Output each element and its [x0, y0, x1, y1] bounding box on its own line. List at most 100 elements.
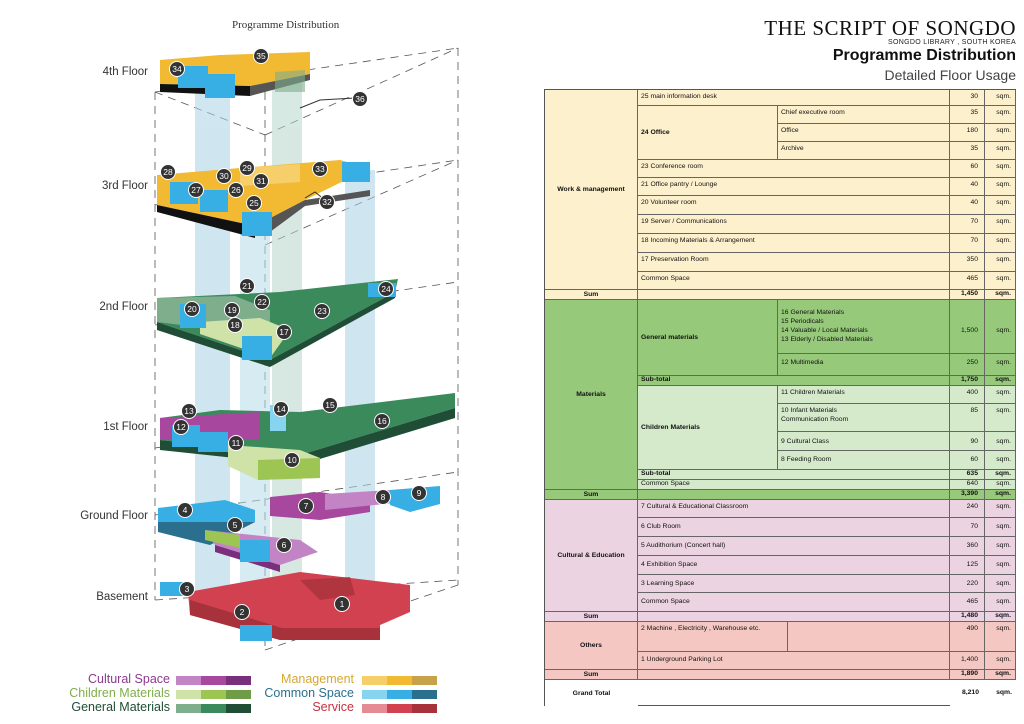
unit-cell: sqm. [985, 376, 1016, 386]
value-common-space-materials: 640 [950, 480, 985, 490]
marker-14: 14 [273, 401, 289, 417]
marker-8: 8 [375, 489, 391, 505]
floor-label-3rd: 3rd Floor [101, 180, 148, 192]
unit-cell: sqm. [985, 253, 1016, 272]
row-chief-executive-room: Chief executive room [778, 106, 950, 124]
marker-27: 27 [188, 182, 204, 198]
general-materials-line-2: 15 Periodicals [781, 318, 824, 325]
value-infant-materials: 85 [950, 404, 985, 432]
row-children-materials: 11 Children Materials [778, 386, 950, 404]
value-exhibition-space: 125 [950, 556, 985, 575]
value-machine-electricity: 490 [950, 622, 985, 652]
sum-spacer-others [638, 670, 950, 680]
legend-label-cultural: Cultural Space [88, 672, 170, 686]
sum-label-materials: Sum [545, 490, 638, 500]
floor-diagram: 35 34 36 29 33 28 30 31 27 26 25 32 21 2… [154, 47, 459, 651]
floor-label-4th: 4th Floor [102, 66, 148, 78]
subtotal-label-children: Sub-total [638, 470, 950, 480]
marker-28: 28 [160, 164, 176, 180]
marker-36: 36 [352, 91, 368, 107]
value-volunteer-room: 40 [950, 196, 985, 215]
unit-cell: sqm. [985, 142, 1016, 160]
group-children-materials: Children Materials [638, 386, 778, 470]
subtitle: SONGDO LIBRARY , SOUTH KOREA [888, 39, 1016, 46]
marker-16-label: 16 [377, 416, 387, 426]
marker-4: 4 [177, 502, 193, 518]
unit-cell: sqm. [985, 196, 1016, 215]
category-management: Work & management [545, 90, 638, 290]
row-feeding-room: 8 Feeding Room [778, 451, 950, 470]
marker-26: 26 [228, 182, 244, 198]
unit-cell: sqm. [985, 300, 1016, 354]
marker-7-label: 7 [304, 501, 309, 511]
marker-23-label: 23 [317, 306, 327, 316]
legend-swatches-management [362, 676, 437, 685]
unit-cell: sqm. [985, 354, 1016, 376]
marker-11: 11 [228, 435, 244, 451]
marker-18: 18 [227, 317, 243, 333]
core-column-right [345, 170, 375, 590]
marker-24-label: 24 [381, 284, 391, 294]
marker-29-label: 29 [242, 163, 252, 173]
row-club-room: 6 Club Room [638, 518, 950, 537]
row-multimedia: 12 Multimedia [778, 354, 950, 376]
value-preservation-room: 350 [950, 253, 985, 272]
grand-total-label: Grand Total [545, 680, 638, 706]
row-volunteer-room: 20 Volunteer room [638, 196, 950, 215]
marker-19-label: 19 [227, 305, 237, 315]
row-cultural-class: 9 Cultural Class [778, 432, 950, 451]
general-materials-line-3: 14 Valuable / Local Materials [781, 327, 868, 334]
sum-value-cultural: 1,480 [950, 612, 985, 622]
row-main-information-desk: 25 main information desk [638, 90, 950, 106]
section-heading: Programme Distribution [832, 47, 1016, 64]
row-archive: Archive [778, 142, 950, 160]
marker-17-label: 17 [279, 327, 289, 337]
marker-1: 1 [334, 596, 350, 612]
row-incoming-materials: 18 Incoming Materials & Arrangement [638, 234, 950, 253]
unit-cell: sqm. [985, 500, 1016, 518]
value-feeding-room: 60 [950, 451, 985, 470]
marker-35-label: 35 [256, 51, 266, 61]
marker-11-label: 11 [232, 438, 241, 448]
marker-16: 16 [374, 413, 390, 429]
marker-9: 9 [411, 485, 427, 501]
unit-cell: sqm. [985, 490, 1016, 500]
marker-5-label: 5 [233, 520, 238, 530]
marker-29: 29 [239, 160, 255, 176]
sum-spacer-cultural [638, 612, 950, 622]
basement-slab [160, 572, 410, 641]
marker-25-label: 25 [249, 198, 259, 208]
row-exhibition-space: 4 Exhibition Space [638, 556, 950, 575]
row-infant-materials-line-2: Communication Room [781, 416, 849, 423]
legend-label-common: Common Space [264, 686, 354, 700]
unit-cell: sqm. [985, 652, 1016, 670]
core-column-middle [240, 170, 270, 600]
legend-swatches-cultural [176, 676, 251, 685]
value-main-information-desk: 30 [950, 90, 985, 106]
general-materials-line-4: 13 Elderly / Disabled Materials [781, 336, 873, 343]
marker-23: 23 [314, 303, 330, 319]
unit-cell: sqm. [985, 451, 1016, 470]
unit-cell: sqm. [985, 612, 1016, 622]
value-auditorium: 360 [950, 537, 985, 556]
marker-19: 19 [224, 302, 240, 318]
unit-cell: sqm. [985, 124, 1016, 142]
unit-cell: sqm. [985, 480, 1016, 490]
value-general-materials: 1,500 [950, 300, 985, 354]
unit-cell: sqm. [985, 518, 1016, 537]
unit-cell: sqm. [985, 215, 1016, 234]
unit-cell: sqm. [985, 537, 1016, 556]
marker-9-label: 9 [417, 488, 422, 498]
value-office-pantry: 40 [950, 178, 985, 196]
sum-spacer-management [638, 290, 950, 300]
marker-31: 31 [253, 173, 269, 189]
sum-value-others: 1,890 [950, 670, 985, 680]
marker-12-label: 12 [176, 422, 186, 432]
unit-cell: sqm. [985, 106, 1016, 124]
marker-34: 34 [169, 61, 185, 77]
value-learning-space: 220 [950, 575, 985, 593]
value-archive: 35 [950, 142, 985, 160]
unit-cell: sqm. [985, 556, 1016, 575]
marker-12: 12 [173, 419, 189, 435]
row-office: Office [778, 124, 950, 142]
